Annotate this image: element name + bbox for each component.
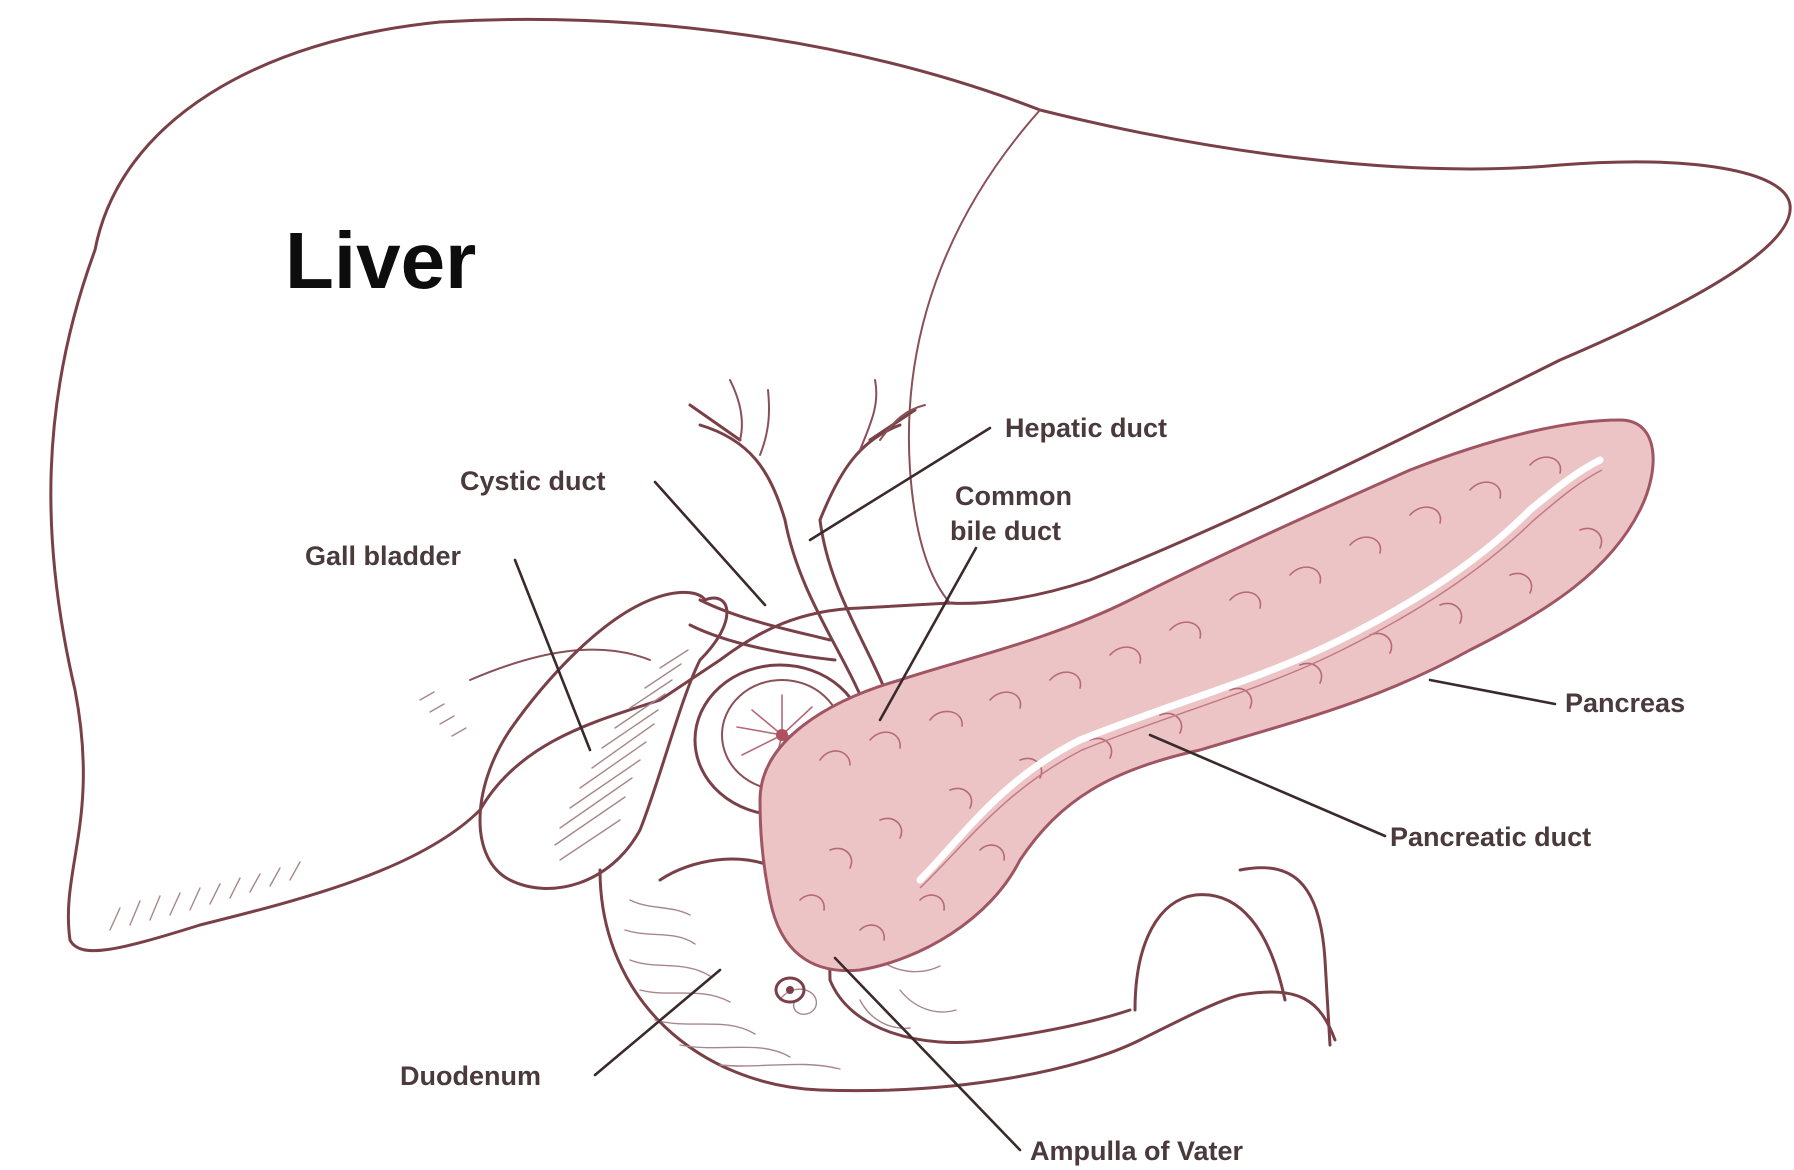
gallbladder-shading bbox=[555, 650, 688, 860]
liver-title: Liver bbox=[285, 216, 476, 305]
label-gall-bladder: Gall bladder bbox=[305, 541, 462, 571]
label-pancreatic-duct: Pancreatic duct bbox=[1390, 822, 1591, 852]
label-ampulla-of-vater: Ampulla of Vater bbox=[1030, 1136, 1244, 1166]
label-duodenum: Duodenum bbox=[400, 1061, 541, 1091]
label-pancreas: Pancreas bbox=[1565, 688, 1685, 718]
label-common-bile-duct-line1: Common bbox=[955, 481, 1072, 511]
label-hepatic-duct: Hepatic duct bbox=[1005, 413, 1167, 443]
label-cystic-duct: Cystic duct bbox=[460, 466, 606, 496]
duodenum-tail bbox=[1240, 868, 1330, 1045]
gallbladder bbox=[480, 592, 727, 888]
liver-edge-hatching bbox=[110, 692, 466, 930]
label-common-bile-duct-line2: bile duct bbox=[950, 516, 1061, 546]
